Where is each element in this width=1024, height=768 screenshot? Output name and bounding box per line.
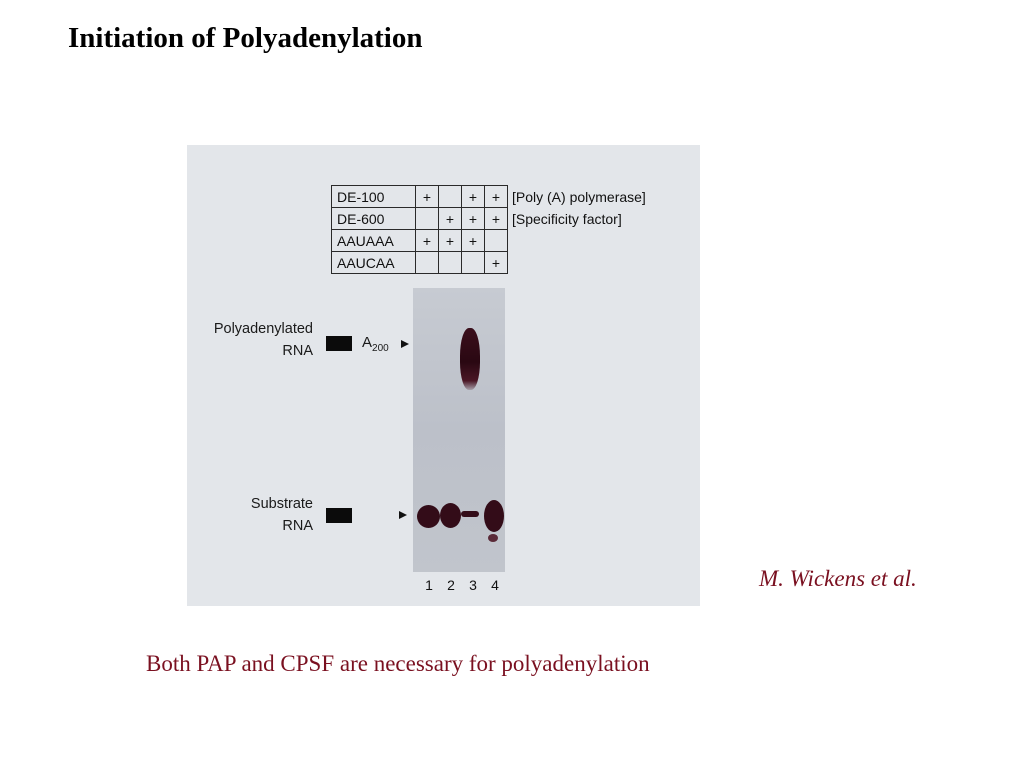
- condition-mark: +: [461, 229, 485, 252]
- lane-2-substrate-band: [440, 503, 461, 528]
- condition-name: AAUAAA: [331, 229, 416, 252]
- a200-label: A200: [362, 334, 389, 354]
- lane-3-substrate-band: [461, 511, 479, 517]
- condition-name: DE-100: [331, 185, 416, 208]
- condition-description: [Poly (A) polymerase]: [512, 188, 646, 205]
- lane-4-substrate-band: [484, 500, 504, 532]
- label-line: Polyadenylated: [213, 321, 313, 337]
- lane-number: 3: [469, 577, 477, 593]
- condition-mark: +: [415, 229, 439, 252]
- label-line: Substrate: [250, 496, 313, 512]
- lane-number: 1: [425, 577, 433, 593]
- condition-description: [508, 252, 647, 274]
- substrate-arrow-icon: [399, 511, 407, 519]
- a200-arrow-icon: [401, 340, 409, 348]
- condition-mark: +: [438, 229, 462, 252]
- conditions-table: DE-100 + + + [Poly (A) polymerase] DE-60…: [331, 185, 647, 274]
- condition-mark: +: [484, 251, 508, 274]
- condition-description: [508, 230, 647, 252]
- condition-row-de600: DE-600 + + + [Specificity factor]: [331, 207, 647, 230]
- condition-row-aaucaa: AAUCAA +: [331, 251, 647, 274]
- substrate-marker: [326, 508, 352, 523]
- lane-number: 4: [491, 577, 499, 593]
- lane-4-trail: [488, 534, 498, 542]
- condition-row-aauaaa: AAUAAA + + +: [331, 229, 647, 252]
- polyadenylated-marker: [326, 336, 352, 351]
- condition-description: [Specificity factor]: [512, 210, 622, 227]
- condition-mark: +: [415, 185, 439, 208]
- condition-mark: [461, 251, 485, 274]
- substrate-rna-label: Substrate RNA: [197, 493, 313, 537]
- polyadenylated-rna-label: Polyadenylated RNA: [197, 318, 313, 362]
- condition-mark: [484, 229, 508, 252]
- slide-caption: Both PAP and CPSF are necessary for poly…: [146, 651, 650, 676]
- condition-mark: +: [484, 207, 508, 230]
- condition-mark: +: [438, 207, 462, 230]
- lane-1-substrate-band: [417, 505, 440, 528]
- gel-figure: DE-100 + + + [Poly (A) polymerase] DE-60…: [187, 145, 700, 606]
- condition-name: AAUCAA: [331, 251, 416, 274]
- condition-row-de100: DE-100 + + + [Poly (A) polymerase]: [331, 185, 647, 208]
- condition-name: DE-600: [331, 207, 416, 230]
- condition-mark: +: [484, 185, 508, 208]
- lane-number: 2: [447, 577, 455, 593]
- label-line: RNA: [282, 518, 313, 534]
- condition-mark: [415, 207, 439, 230]
- a200-base: A: [362, 334, 373, 351]
- lane-3-polyadenylated-smear: [460, 328, 480, 390]
- condition-mark: +: [461, 185, 485, 208]
- condition-mark: [438, 185, 462, 208]
- a200-sub: 200: [372, 343, 389, 354]
- label-line: RNA: [282, 343, 313, 359]
- condition-mark: [438, 251, 462, 274]
- slide-title: Initiation of Polyadenylation: [68, 22, 423, 54]
- condition-mark: +: [461, 207, 485, 230]
- condition-mark: [415, 251, 439, 274]
- gel-image: [413, 288, 505, 572]
- citation: M. Wickens et al.: [759, 566, 917, 591]
